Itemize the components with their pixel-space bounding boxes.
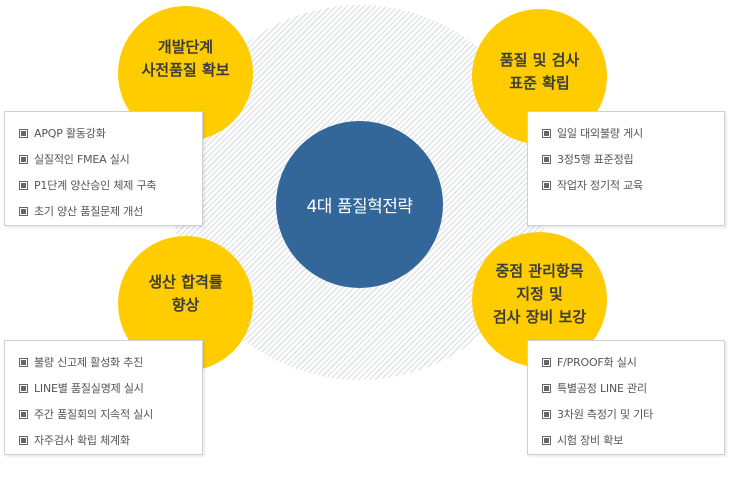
square-bullet-icon bbox=[19, 435, 28, 445]
square-bullet-icon bbox=[19, 180, 28, 190]
bubble-title-line: 품질 및 검사 bbox=[499, 51, 580, 69]
dot-marker bbox=[248, 322, 250, 324]
bubble-title-line: 생산 합격률 bbox=[148, 273, 223, 291]
box-production-pass-rate: 불량 신고제 활성화 추진 LINE별 품질실명제 실시 주간 품질회의 지속적… bbox=[4, 340, 203, 455]
box-quality-inspection-standard: 일일 대외불량 게시 3정5행 표준정립 작업자 정기적 교육 bbox=[527, 111, 725, 226]
center-circle: 4대 품질혁전략 bbox=[276, 121, 443, 288]
bubble-title-line: 사전품질 확보 bbox=[141, 61, 230, 79]
list-item-label: 3정5행 표준정립 bbox=[557, 153, 634, 166]
center-title: 4대 품질혁전략 bbox=[306, 197, 413, 217]
list-item: 특별공정 LINE 관리 bbox=[542, 375, 724, 401]
list-item: 자주검사 확립 체계화 bbox=[19, 427, 202, 453]
square-bullet-icon bbox=[19, 357, 28, 367]
list-item-label: APQP 활동강화 bbox=[34, 127, 106, 140]
list-item-label: 특별공정 LINE 관리 bbox=[557, 382, 647, 395]
list-item: 불량 신고제 활성화 추진 bbox=[19, 349, 202, 375]
box-development-stage: APQP 활동강화 실질적인 FMEA 실시 P1단계 양산승인 체제 구축 초… bbox=[4, 111, 203, 226]
list-item-label: F/PROOF화 실시 bbox=[557, 356, 637, 369]
list-item-label: 일일 대외불량 게시 bbox=[557, 127, 643, 140]
list-item-label: 초기 양산 품질문제 개선 bbox=[34, 205, 144, 218]
list-item: 3정5행 표준정립 bbox=[542, 146, 724, 172]
square-bullet-icon bbox=[19, 128, 28, 138]
square-bullet-icon bbox=[542, 128, 551, 138]
list-item-label: P1단계 양산승인 체제 구축 bbox=[34, 179, 157, 192]
square-bullet-icon bbox=[542, 180, 551, 190]
square-bullet-icon bbox=[542, 154, 551, 164]
list-item-label: 작업자 정기적 교육 bbox=[557, 179, 643, 192]
list-item-label: 불량 신고제 활성화 추진 bbox=[34, 356, 144, 369]
square-bullet-icon bbox=[19, 409, 28, 419]
bubble-title-line: 지정 및 bbox=[516, 285, 563, 303]
list-item: LINE별 품질실명제 실시 bbox=[19, 375, 202, 401]
list-item: 주간 품질회의 지속적 실시 bbox=[19, 401, 202, 427]
list-item: P1단계 양산승인 체제 구축 bbox=[19, 172, 202, 198]
square-bullet-icon bbox=[542, 435, 551, 445]
square-bullet-icon bbox=[19, 383, 28, 393]
list-item: 시험 장비 확보 bbox=[542, 427, 724, 453]
list-item: 초기 양산 품질문제 개선 bbox=[19, 198, 202, 224]
box-key-management-items: F/PROOF화 실시 특별공정 LINE 관리 3차원 측정기 및 기타 시험… bbox=[527, 340, 725, 455]
list-item-label: 자주검사 확립 체계화 bbox=[34, 434, 130, 447]
square-bullet-icon bbox=[542, 383, 551, 393]
bubble-title-line: 향상 bbox=[171, 296, 200, 314]
list-item: 실질적인 FMEA 실시 bbox=[19, 146, 202, 172]
list-item: 3차원 측정기 및 기타 bbox=[542, 401, 724, 427]
bubble-title-line: 표준 확립 bbox=[509, 74, 570, 92]
list-item-label: 실질적인 FMEA 실시 bbox=[34, 153, 130, 166]
list-item-label: 시험 장비 확보 bbox=[557, 434, 624, 447]
list-item: 일일 대외불량 게시 bbox=[542, 120, 724, 146]
square-bullet-icon bbox=[542, 409, 551, 419]
bubble-title-line: 검사 장비 보강 bbox=[492, 308, 587, 326]
list-item: 작업자 정기적 교육 bbox=[542, 172, 724, 198]
list-item: APQP 활동강화 bbox=[19, 120, 202, 146]
list-item-label: 주간 품질회의 지속적 실시 bbox=[34, 408, 154, 421]
list-item-label: LINE별 품질실명제 실시 bbox=[34, 382, 144, 395]
square-bullet-icon bbox=[19, 154, 28, 164]
bubble-title-line: 중점 관리항목 bbox=[495, 262, 584, 280]
square-bullet-icon bbox=[542, 357, 551, 367]
list-item-label: 3차원 측정기 및 기타 bbox=[557, 408, 654, 421]
list-item: F/PROOF화 실시 bbox=[542, 349, 724, 375]
bubble-title-line: 개발단계 bbox=[157, 38, 214, 56]
square-bullet-icon bbox=[19, 206, 28, 216]
